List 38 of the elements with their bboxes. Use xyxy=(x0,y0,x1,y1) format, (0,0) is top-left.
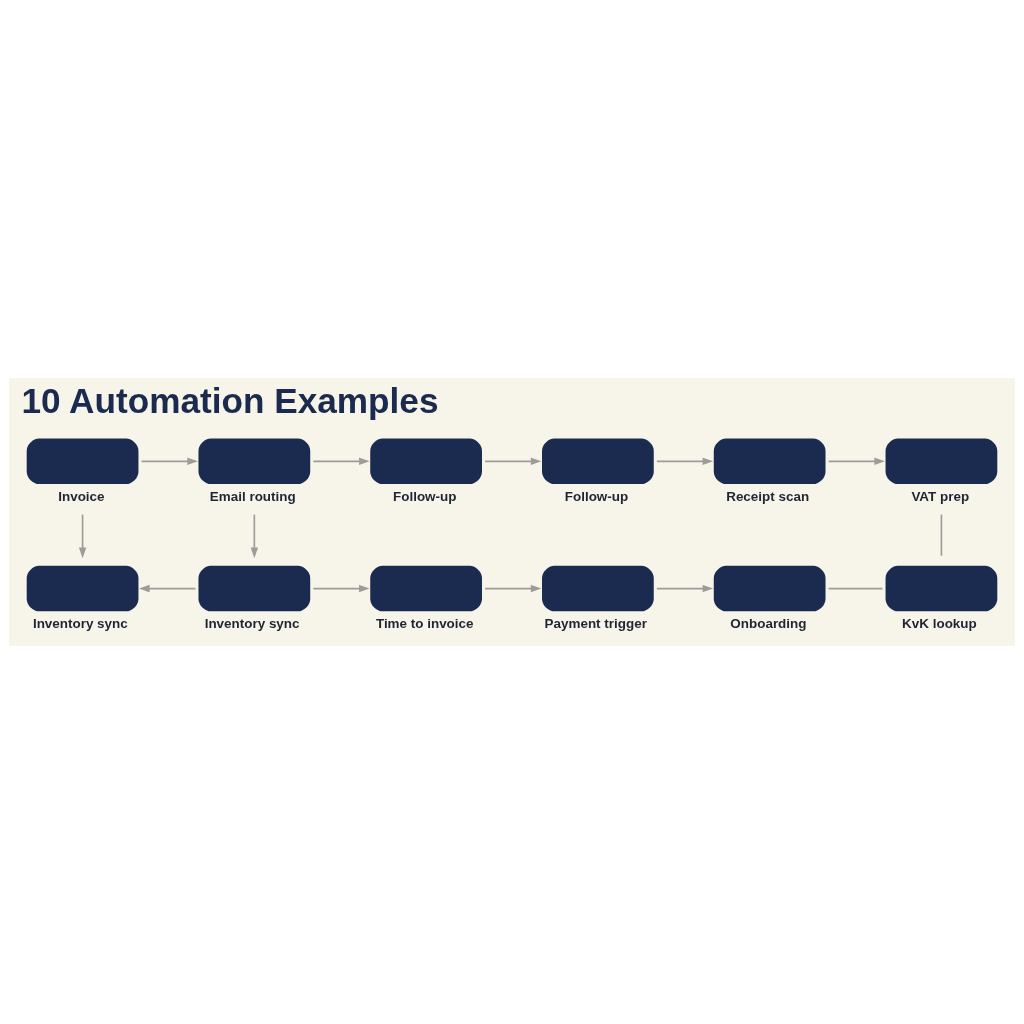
node-box xyxy=(542,438,654,485)
node-box xyxy=(370,438,482,485)
arrow xyxy=(484,457,542,465)
node-label: Invoice xyxy=(58,489,105,505)
node-box xyxy=(198,565,311,612)
node-box xyxy=(885,565,998,612)
node-label: Follow-up xyxy=(564,489,629,505)
arrow xyxy=(312,584,370,593)
node-box xyxy=(26,438,139,485)
node-label: Inventory sync xyxy=(204,616,300,632)
arrow xyxy=(78,513,87,559)
arrow xyxy=(484,584,542,593)
node-label: Inventory sync xyxy=(32,616,128,632)
arrow xyxy=(656,457,714,465)
arrow xyxy=(250,513,259,559)
node-box xyxy=(542,565,654,612)
node-label: Email routing xyxy=(209,489,296,505)
node-box xyxy=(885,438,998,485)
node-label: Receipt scan xyxy=(726,489,810,505)
node-box xyxy=(370,565,482,612)
connector xyxy=(827,587,884,590)
arrow xyxy=(140,457,198,465)
node-label: Follow-up xyxy=(393,489,457,505)
node-box xyxy=(713,565,826,612)
node-label: Payment trigger xyxy=(544,616,647,632)
arrow xyxy=(139,584,197,593)
node-label: Onboarding xyxy=(730,616,807,632)
arrow xyxy=(312,457,370,465)
diagram-title: 10 Automation Examples xyxy=(21,381,439,421)
node-label: VAT prep xyxy=(911,489,970,505)
node-label: Time to invoice xyxy=(375,616,474,632)
node-box xyxy=(198,438,311,485)
node-box xyxy=(713,438,826,485)
connector xyxy=(940,513,943,557)
node-box xyxy=(26,565,139,612)
arrow xyxy=(656,584,714,593)
node-label: KvK lookup xyxy=(902,616,977,632)
arrow xyxy=(827,457,885,465)
